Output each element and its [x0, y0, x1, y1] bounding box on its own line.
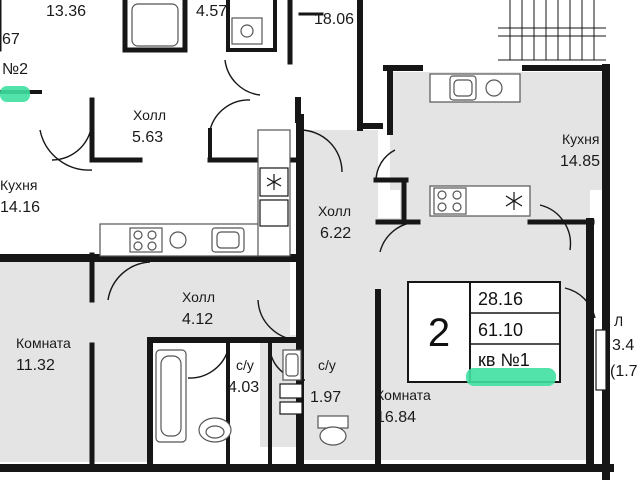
room-area-kitchen-right: 14.85: [560, 153, 600, 170]
fragment-apt-number: №2: [2, 61, 28, 78]
room-area-hall-center: 6.22: [320, 225, 351, 242]
room-name-kitchen-left: Кухня: [0, 177, 37, 193]
washbasin-icon: [231, 17, 263, 45]
floor-areas: [0, 72, 605, 462]
toilet-icon: [317, 415, 349, 446]
room-name-bath-2: с/у: [318, 357, 336, 373]
ventilation-shaft-icon: [505, 192, 523, 210]
total-area: 61.10: [478, 320, 523, 340]
kitchen-sink-icon: [169, 227, 245, 253]
room-area-bath-2: 1.97: [310, 389, 341, 406]
fragment-num-d: 18.06: [314, 11, 354, 28]
room-extra-right-edge: (1.7: [610, 363, 638, 380]
room-name-room-right: Комната: [376, 387, 431, 403]
room-area-kitchen-left: 14.16: [0, 199, 40, 216]
apartment-number: кв №1: [478, 350, 530, 370]
apartment-info-box: 2 28.16 61.10 кв №1: [407, 281, 561, 383]
room-name-hall-center: Холл: [318, 203, 351, 219]
fragment-num-c: 4.57: [196, 3, 227, 20]
living-area: 28.16: [478, 289, 523, 309]
room-name-kitchen-right: Кухня: [562, 131, 599, 147]
rooms-count: 2: [428, 311, 450, 355]
washbasin-icon: [282, 349, 302, 381]
staircase-icon: [498, 0, 606, 61]
stove-icon: [433, 187, 467, 215]
stove-icon: [129, 227, 163, 253]
top-fragments: 67 13.36 4.57 18.06 №2: [2, 3, 354, 78]
room-name-hall-lower: Холл: [182, 289, 215, 305]
room-name-room-left: Комната: [16, 335, 71, 351]
room-area-room-left: 11.32: [16, 357, 55, 374]
fragment-num-b: 13.36: [46, 3, 86, 20]
ventilation-shaft-icon: [259, 167, 289, 227]
kitchen-sink-icon: [449, 75, 503, 101]
room-area-hall-lower: 4.12: [182, 311, 213, 328]
room-area-bath-1: 4.03: [228, 379, 259, 396]
highlight-marks: [0, 86, 556, 386]
room-name-hall-top: Холл: [133, 107, 166, 123]
room-area-right-edge: 3.4: [612, 337, 634, 354]
room-name-bath-1: с/у: [236, 357, 254, 373]
bathtub-icon: [155, 349, 187, 443]
room-name-right-edge: Л: [614, 313, 623, 329]
room-area-room-right: 16.84: [376, 409, 416, 426]
washbasin-icon: [198, 417, 232, 443]
room-labels: Холл 5.63 Кухня 14.16 Кухня 14.85 Холл 6…: [0, 107, 638, 426]
bathtub-icon: [131, 3, 179, 47]
radiator: [595, 329, 607, 391]
storage-cabinet: [279, 383, 303, 415]
fragment-num-a: 67: [2, 31, 20, 48]
room-area-hall-top: 5.63: [132, 129, 163, 146]
